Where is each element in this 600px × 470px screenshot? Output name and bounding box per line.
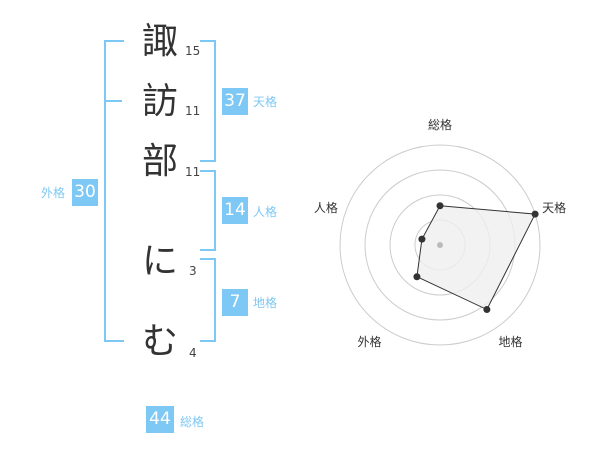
tenkaku-bracket — [200, 40, 216, 162]
name-char-1: 諏 — [141, 21, 178, 62]
stroke-count-2: 11 — [185, 104, 201, 118]
name-char-4: に — [141, 241, 178, 282]
radar-point-5 — [418, 235, 426, 243]
gaikaku-bracket — [104, 40, 124, 342]
radar-point-1 — [436, 202, 444, 210]
tenkaku-label: 天格 — [253, 95, 278, 109]
name-char-5: む — [141, 321, 178, 362]
radar-ring-4 — [339, 144, 541, 346]
radar-point-4 — [413, 273, 421, 281]
jinkaku-value: 14 — [222, 197, 248, 224]
soukaku-label: 総格 — [180, 415, 205, 429]
gaikaku-label: 外格 — [41, 186, 66, 200]
jinkaku-label: 人格 — [253, 205, 278, 219]
radar-point-3 — [483, 306, 491, 314]
tenkaku-value: 37 — [222, 88, 248, 115]
stroke-count-1: 15 — [185, 44, 201, 58]
stroke-count-4: 3 — [189, 264, 197, 278]
jinkaku-bracket — [200, 170, 216, 251]
chikaku-label: 地格 — [253, 296, 278, 310]
stroke-count-3: 11 — [185, 165, 201, 179]
radar-point-2 — [531, 210, 539, 218]
gaikaku-bracket-tick — [104, 100, 122, 102]
radar-axis-label-4: 外格 — [357, 334, 381, 349]
soukaku-value: 44 — [146, 406, 174, 433]
chikaku-value: 7 — [222, 289, 248, 316]
radar-area — [416, 205, 536, 311]
radar-axis-label-3: 地格 — [499, 334, 523, 349]
stroke-count-5: 4 — [189, 346, 197, 360]
name-char-3: 部 — [141, 141, 178, 182]
radar-center-point — [437, 242, 443, 248]
radar-axis-label-2: 天格 — [542, 200, 566, 215]
radar-axis-label-5: 人格 — [314, 200, 338, 215]
name-char-2: 訪 — [141, 81, 178, 122]
gaikaku-value: 30 — [72, 179, 98, 206]
radar-axis-label-1: 総格 — [428, 117, 452, 132]
chikaku-bracket — [200, 258, 216, 342]
